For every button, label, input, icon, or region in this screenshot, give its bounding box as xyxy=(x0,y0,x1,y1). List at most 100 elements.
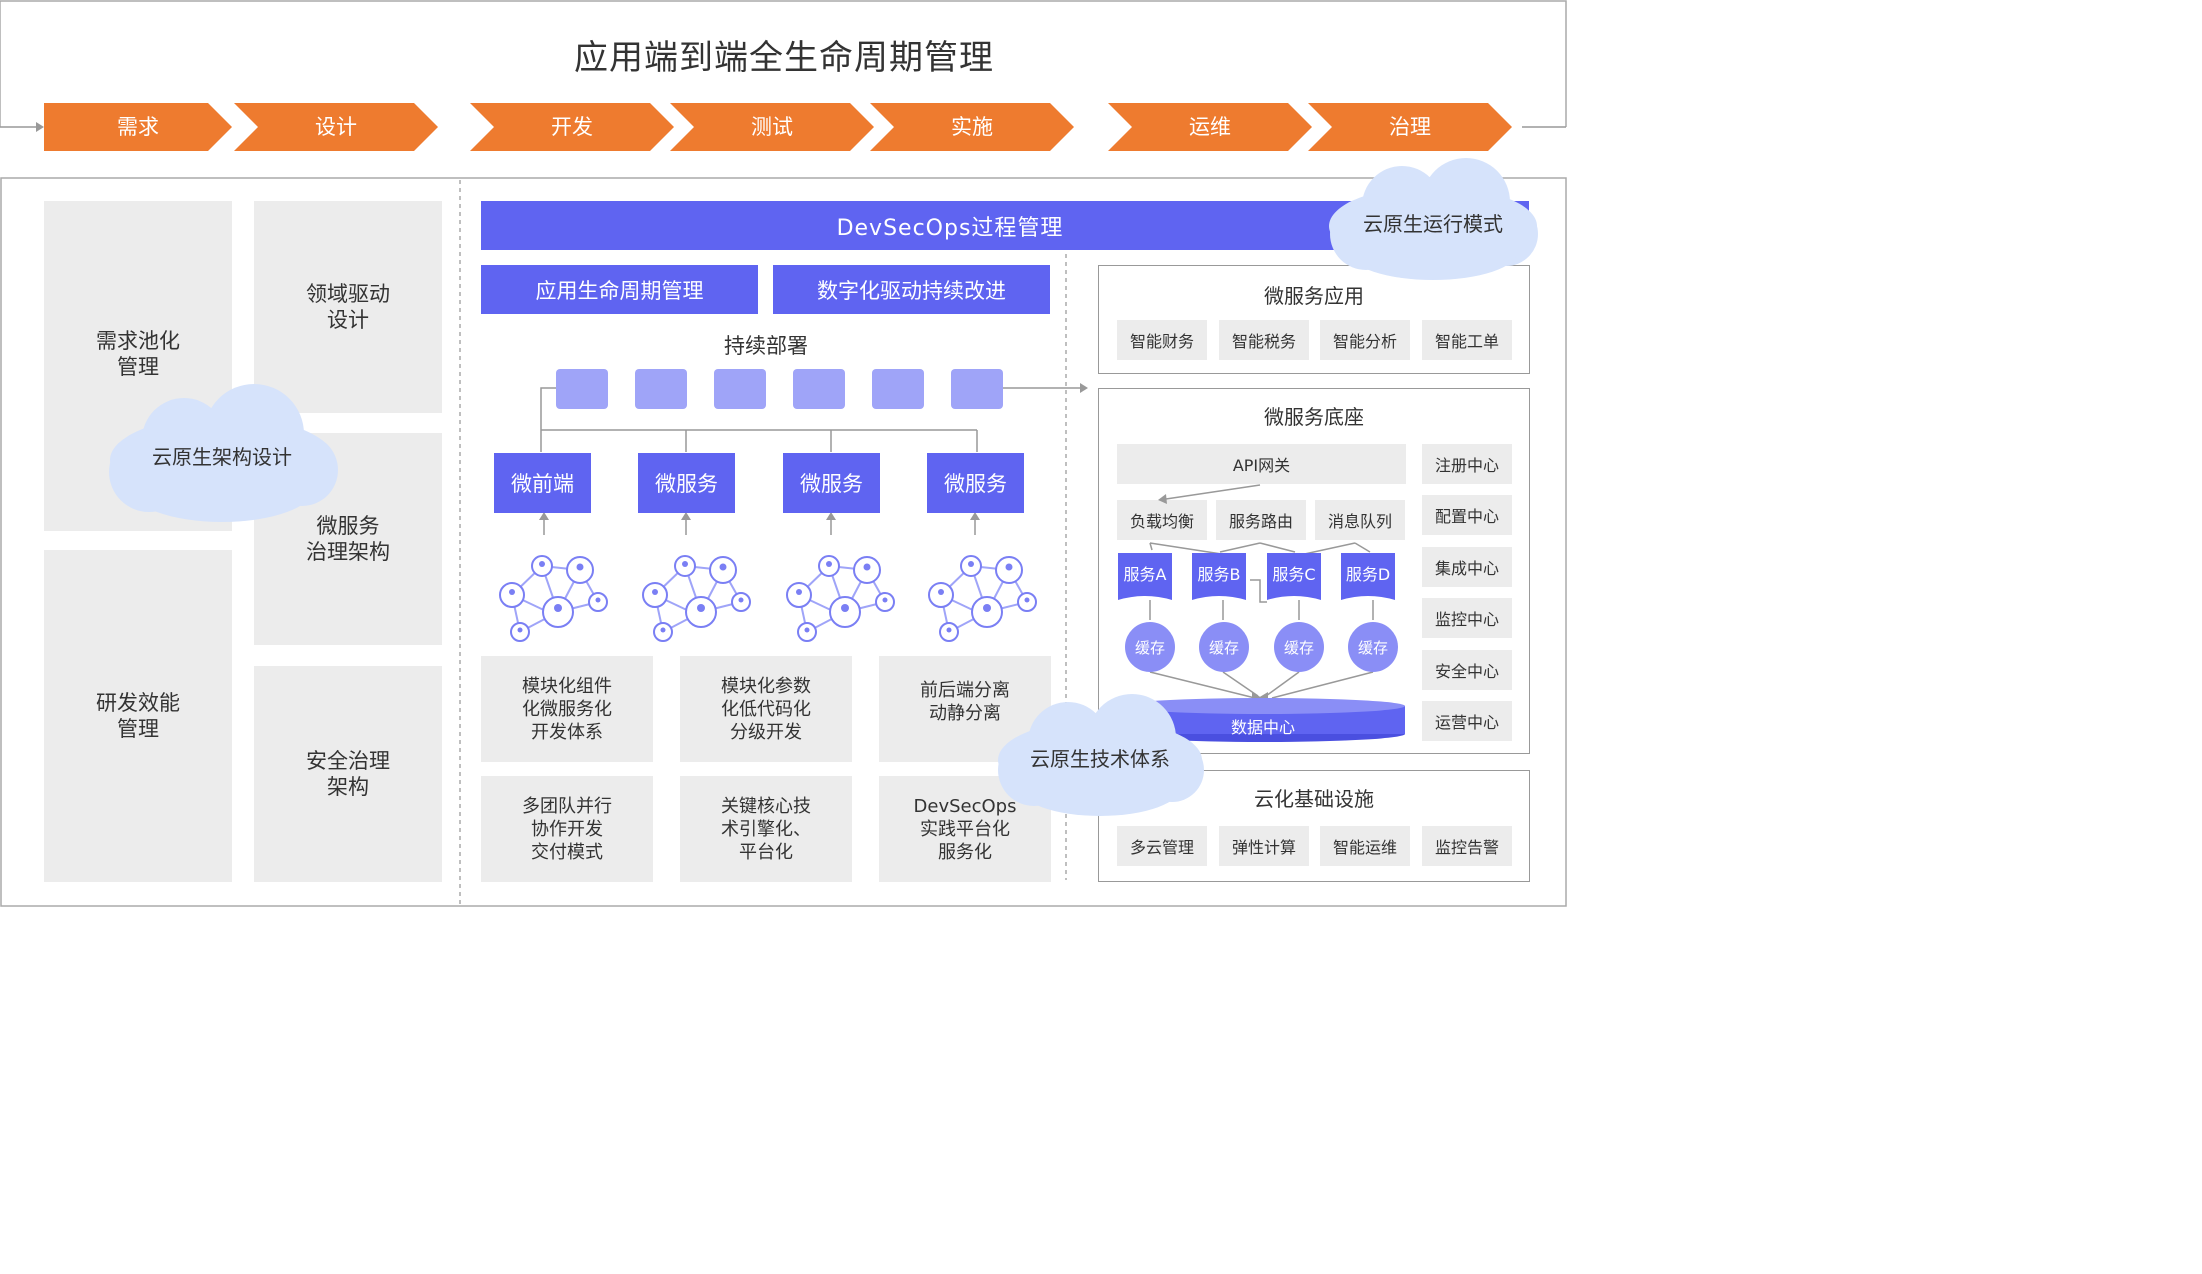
phase-label: 实施 xyxy=(951,115,993,139)
phase-arrow-5 xyxy=(870,103,1074,151)
phase-arrow-4 xyxy=(670,103,874,151)
ms-app-item: 智能工单 xyxy=(1422,320,1512,360)
ms-app-item: 智能分析 xyxy=(1320,320,1410,360)
card-low-code: 模块化参数化低代码化分级开发 xyxy=(680,656,852,762)
domain-line2: 设计 xyxy=(327,308,369,332)
card-modular-component: 模块化组件化微服务化开发体系 xyxy=(481,656,653,762)
phase-label: 治理 xyxy=(1389,115,1431,139)
pipeline-node xyxy=(714,369,766,409)
card-line: 服务化 xyxy=(938,841,992,863)
center-box: 安全中心 xyxy=(1422,650,1512,690)
cloud-icon xyxy=(109,384,338,522)
card-line: 开发体系 xyxy=(531,721,603,743)
route-box: 消息队列 xyxy=(1315,500,1405,540)
center-box: 配置中心 xyxy=(1422,495,1512,535)
service-box-microservice: 微服务 xyxy=(927,453,1024,513)
ms-app-item: 智能财务 xyxy=(1117,320,1207,360)
sec-gov-box: 安全治理架构 xyxy=(254,666,442,882)
cloud-runtime-label: 云原生运行模式 xyxy=(1363,212,1503,236)
card-core-engine: 关键核心技术引擎化、平台化 xyxy=(680,776,852,882)
service-c: 服务C xyxy=(1272,565,1316,584)
domain-line1: 领域驱动 xyxy=(306,282,390,306)
card-multi-team: 多团队并行协作开发交付模式 xyxy=(481,776,653,882)
phase-label: 需求 xyxy=(117,115,159,139)
pipeline-node xyxy=(635,369,687,409)
phase-arrow-7 xyxy=(1308,103,1512,151)
cloud-icon xyxy=(998,694,1204,816)
card-line: 前后端分离 xyxy=(920,680,1010,701)
infra-item: 弹性计算 xyxy=(1219,826,1309,866)
card-line: 实践平台化 xyxy=(920,818,1010,840)
ms-gov-line1: 微服务 xyxy=(316,514,380,538)
center-box: 注册中心 xyxy=(1422,444,1512,484)
service-flags xyxy=(1118,553,1395,600)
phase-arrow-1 xyxy=(44,103,232,151)
center-box: 运营中心 xyxy=(1422,701,1512,741)
rd-eff-line1: 研发效能 xyxy=(96,691,180,715)
cloud-icon xyxy=(1329,158,1538,280)
card-line: 模块化参数 xyxy=(721,675,811,697)
phase-arrow-2 xyxy=(234,103,438,151)
card-line: 模块化组件 xyxy=(522,675,612,697)
page-title: 应用端到端全生命周期管理 xyxy=(574,38,994,78)
req-pool-line1: 需求池化 xyxy=(96,329,180,353)
phase-label: 测试 xyxy=(751,115,793,139)
card-line: 术引擎化、 xyxy=(721,818,811,840)
card-line: 化低代码化 xyxy=(721,698,811,720)
card-line: DevSecOps xyxy=(913,795,1017,817)
service-box-micro-frontend: 微前端 xyxy=(494,453,591,513)
rd-eff-line2: 管理 xyxy=(117,717,159,741)
pipeline-lines xyxy=(539,383,1088,535)
cloud-tech-label: 云原生技术体系 xyxy=(1030,747,1170,771)
datacenter-label: 数据中心 xyxy=(1230,718,1295,737)
phase-label: 开发 xyxy=(551,115,593,139)
phase-label: 设计 xyxy=(315,115,357,139)
cd-label: 持续部署 xyxy=(724,334,808,358)
card-line: 平台化 xyxy=(739,841,793,863)
cache-circle: 缓存 xyxy=(1274,622,1324,672)
ms-base-title: 微服务底座 xyxy=(1264,405,1364,429)
ms-gov-line2: 治理架构 xyxy=(306,540,390,564)
phase-arrow-6 xyxy=(1108,103,1312,151)
rd-eff-box: 研发效能管理 xyxy=(44,550,232,882)
service-box-microservice: 微服务 xyxy=(638,453,735,513)
sec-gov-line2: 架构 xyxy=(327,775,369,799)
card-line: 动静分离 xyxy=(929,703,1001,724)
pipeline-node xyxy=(872,369,924,409)
phase-label: 运维 xyxy=(1189,115,1231,139)
api-gateway: API网关 xyxy=(1117,444,1406,484)
card-line: 交付模式 xyxy=(531,841,603,863)
cloud-arch-label: 云原生架构设计 xyxy=(152,445,292,469)
ms-app-item: 智能税务 xyxy=(1219,320,1309,360)
center-box: 监控中心 xyxy=(1422,598,1512,638)
route-box: 服务路由 xyxy=(1216,500,1306,540)
ms-app-title: 微服务应用 xyxy=(1264,284,1364,308)
infra-item: 多云管理 xyxy=(1117,826,1207,866)
center-box: 集成中心 xyxy=(1422,547,1512,587)
digital-box: 数字化驱动持续改进 xyxy=(773,265,1050,314)
infra-title: 云化基础设施 xyxy=(1254,787,1374,811)
domain-box: 领域驱动设计 xyxy=(254,201,442,413)
card-line: 分级开发 xyxy=(730,721,802,743)
service-b: 服务B xyxy=(1197,565,1241,584)
cache-circle: 缓存 xyxy=(1348,622,1398,672)
card-line: 关键核心技 xyxy=(721,795,811,817)
route-box: 负载均衡 xyxy=(1117,500,1207,540)
infra-item: 智能运维 xyxy=(1320,826,1410,866)
frame-lines xyxy=(0,0,1567,907)
phase-arrow-3 xyxy=(470,103,674,151)
sec-gov-line1: 安全治理 xyxy=(306,749,390,773)
pipeline-node xyxy=(556,369,608,409)
alm-box: 应用生命周期管理 xyxy=(481,265,758,314)
pipeline-node xyxy=(793,369,845,409)
cache-circle: 缓存 xyxy=(1125,622,1175,672)
req-pool-line2: 管理 xyxy=(117,355,159,379)
card-line: 化微服务化 xyxy=(522,698,612,720)
infra-item: 监控告警 xyxy=(1422,826,1512,866)
pipeline-node xyxy=(951,369,1003,409)
service-a: 服务A xyxy=(1123,565,1167,584)
card-line: 协作开发 xyxy=(531,818,603,840)
network-icons xyxy=(499,555,1037,642)
service-d: 服务D xyxy=(1345,565,1391,584)
card-line: 多团队并行 xyxy=(522,795,612,817)
